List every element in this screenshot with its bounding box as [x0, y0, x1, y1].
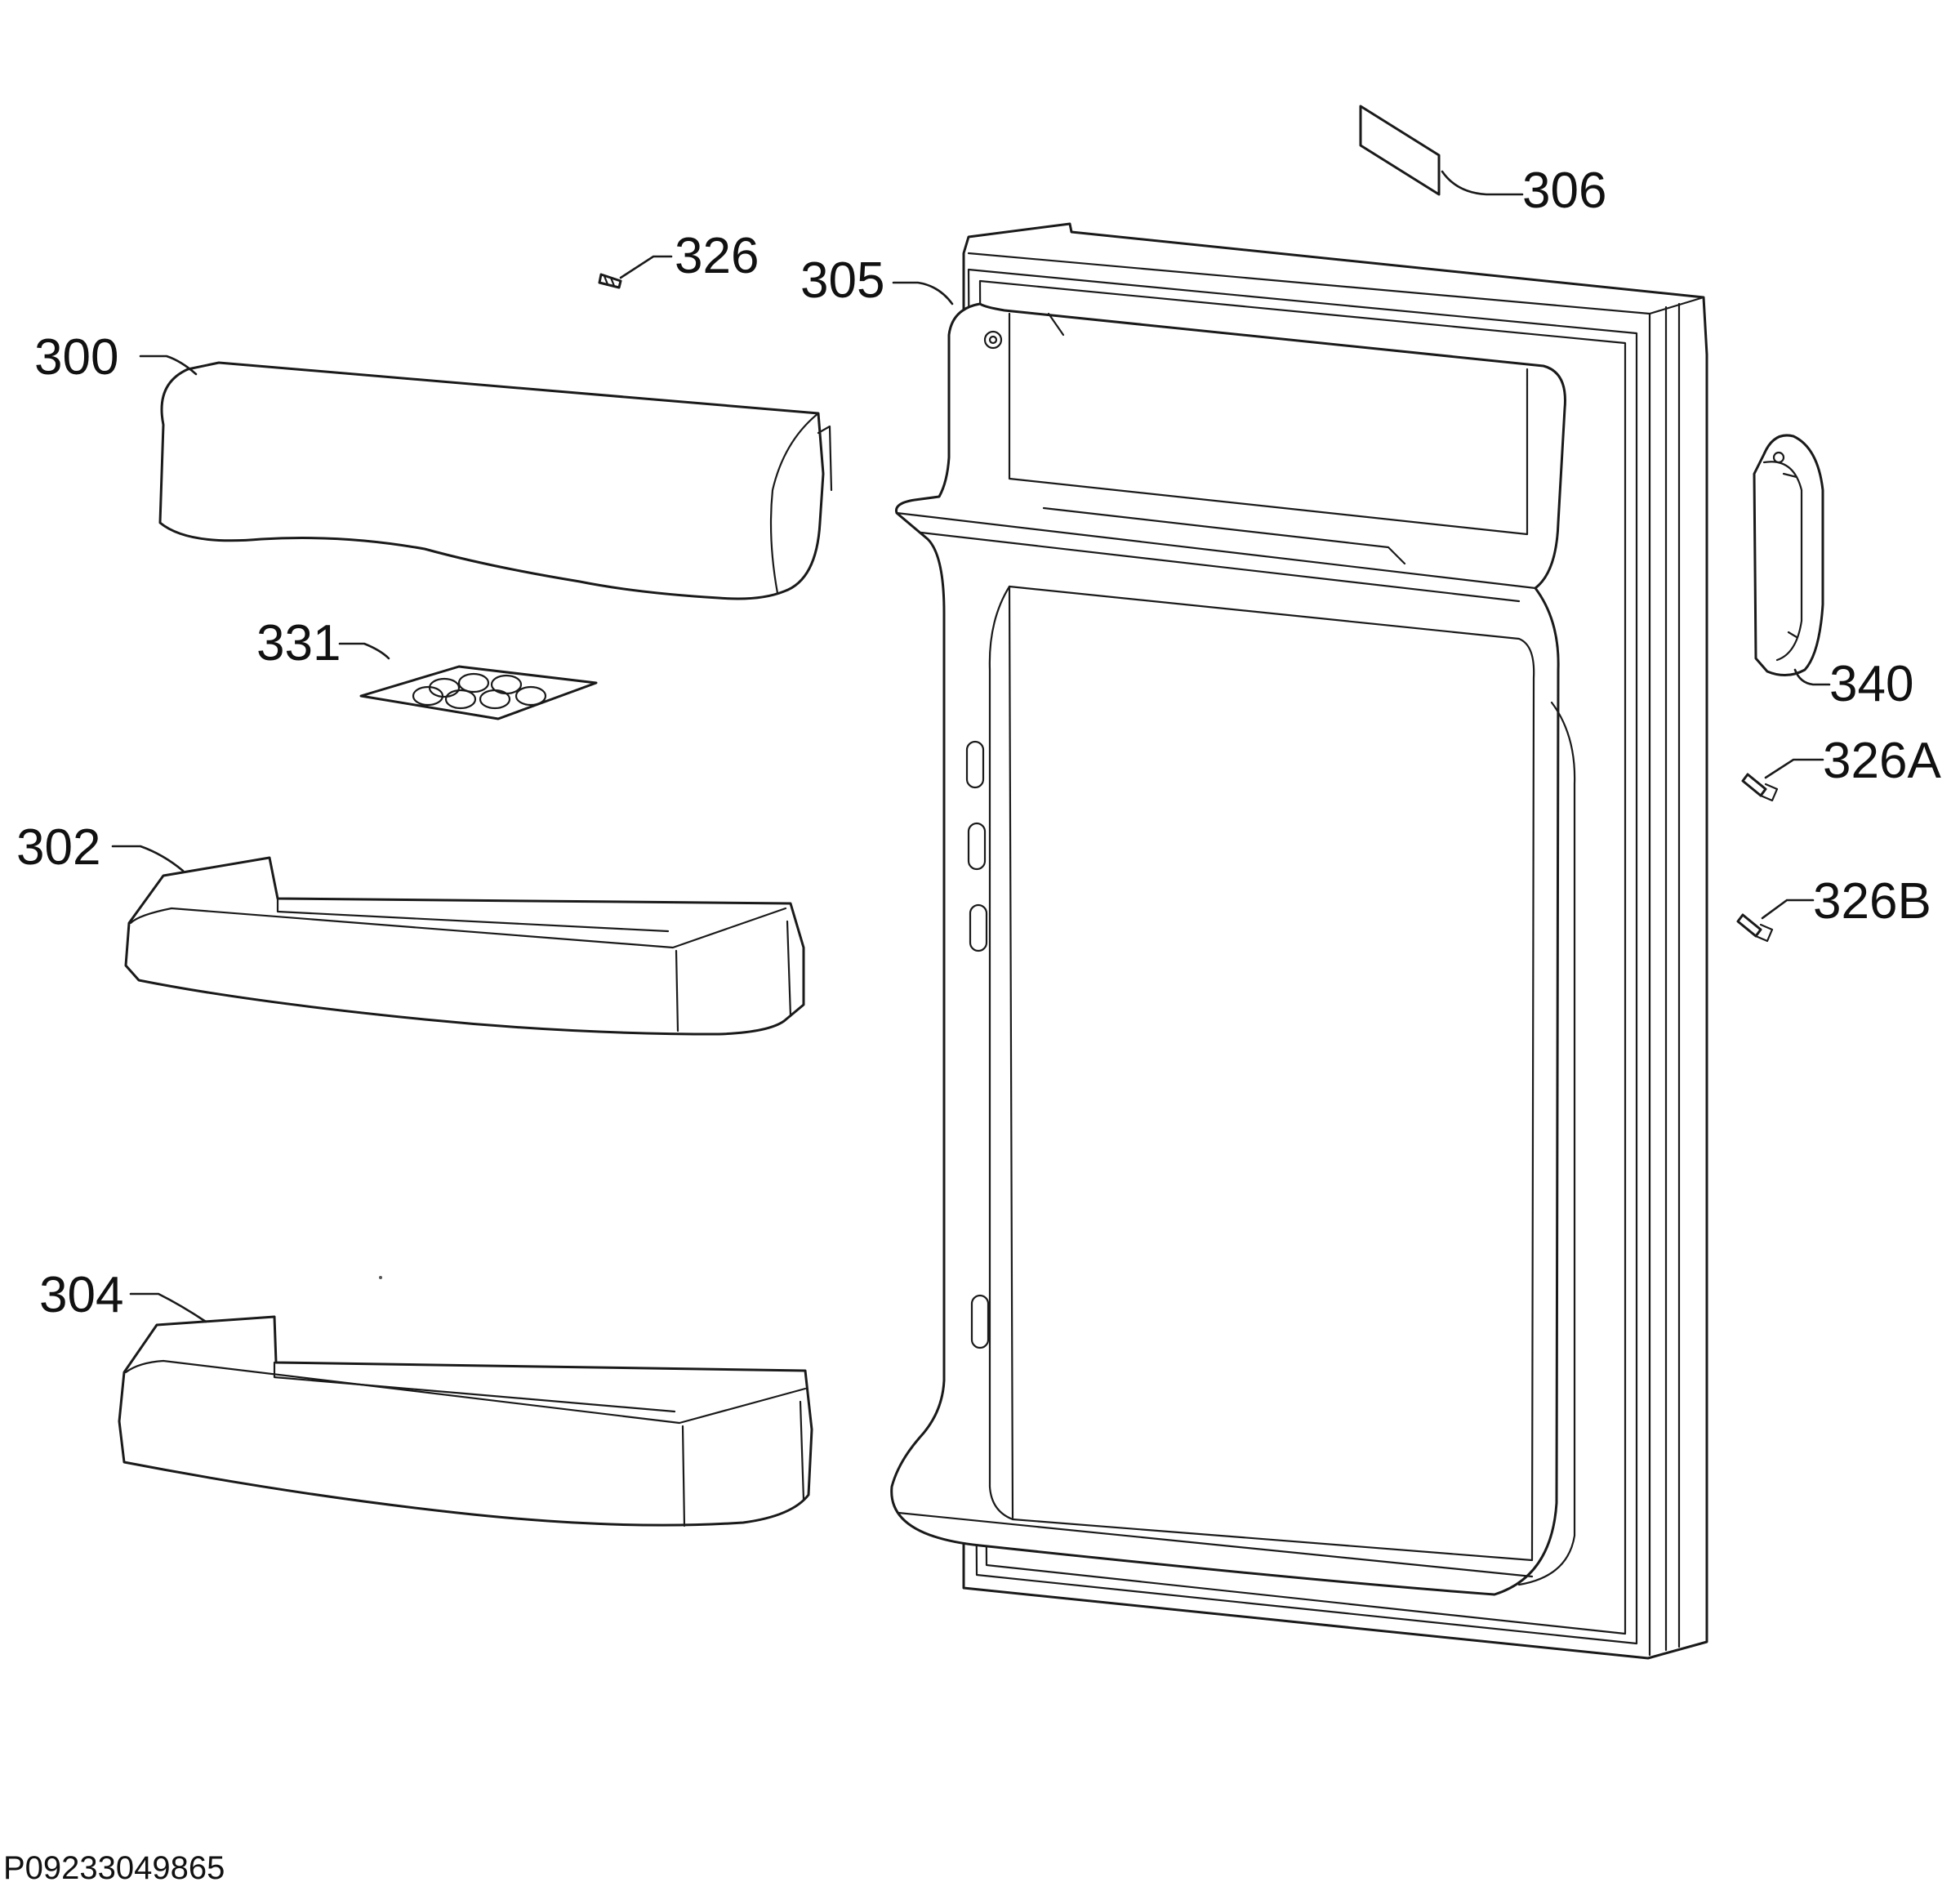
- part-306-label-plate[interactable]: [1359, 105, 1441, 196]
- callout-306: 306: [1522, 163, 1606, 219]
- part-300-dairy-cover[interactable]: [158, 361, 833, 600]
- leader-306: [1441, 170, 1524, 196]
- leader-326: [619, 255, 673, 279]
- part-331-egg-tray[interactable]: [359, 665, 598, 720]
- callout-326: 326: [675, 228, 759, 284]
- callout-326a: 326A: [1823, 733, 1941, 789]
- callout-326b: 326B: [1813, 873, 1931, 930]
- callout-304: 304: [39, 1267, 123, 1323]
- leader-331: [338, 642, 390, 660]
- part-340-door-handle[interactable]: [1753, 434, 1824, 676]
- leader-302: [111, 845, 185, 872]
- part-302-upper-door-bin[interactable]: [124, 856, 805, 1036]
- leader-326a: [1764, 758, 1824, 779]
- leader-304: [129, 1292, 207, 1323]
- callout-340: 340: [1829, 656, 1913, 712]
- part-305-door-assembly[interactable]: [890, 222, 1708, 1660]
- part-326b-screw[interactable]: [1736, 913, 1774, 943]
- callout-305: 305: [800, 252, 884, 309]
- part-326a-screw[interactable]: [1741, 773, 1779, 802]
- leader-305: [892, 281, 954, 306]
- callout-300: 300: [34, 329, 118, 386]
- leader-326b: [1761, 899, 1815, 920]
- drawing-code: P09233049865: [3, 1850, 225, 1886]
- callout-302: 302: [16, 819, 100, 876]
- callout-331: 331: [256, 615, 341, 671]
- part-326-screw[interactable]: [598, 273, 622, 289]
- part-304-lower-door-bin[interactable]: [118, 1315, 813, 1528]
- leader-340: [1793, 668, 1831, 686]
- leader-300: [139, 355, 198, 376]
- stray-dot: [379, 1276, 382, 1279]
